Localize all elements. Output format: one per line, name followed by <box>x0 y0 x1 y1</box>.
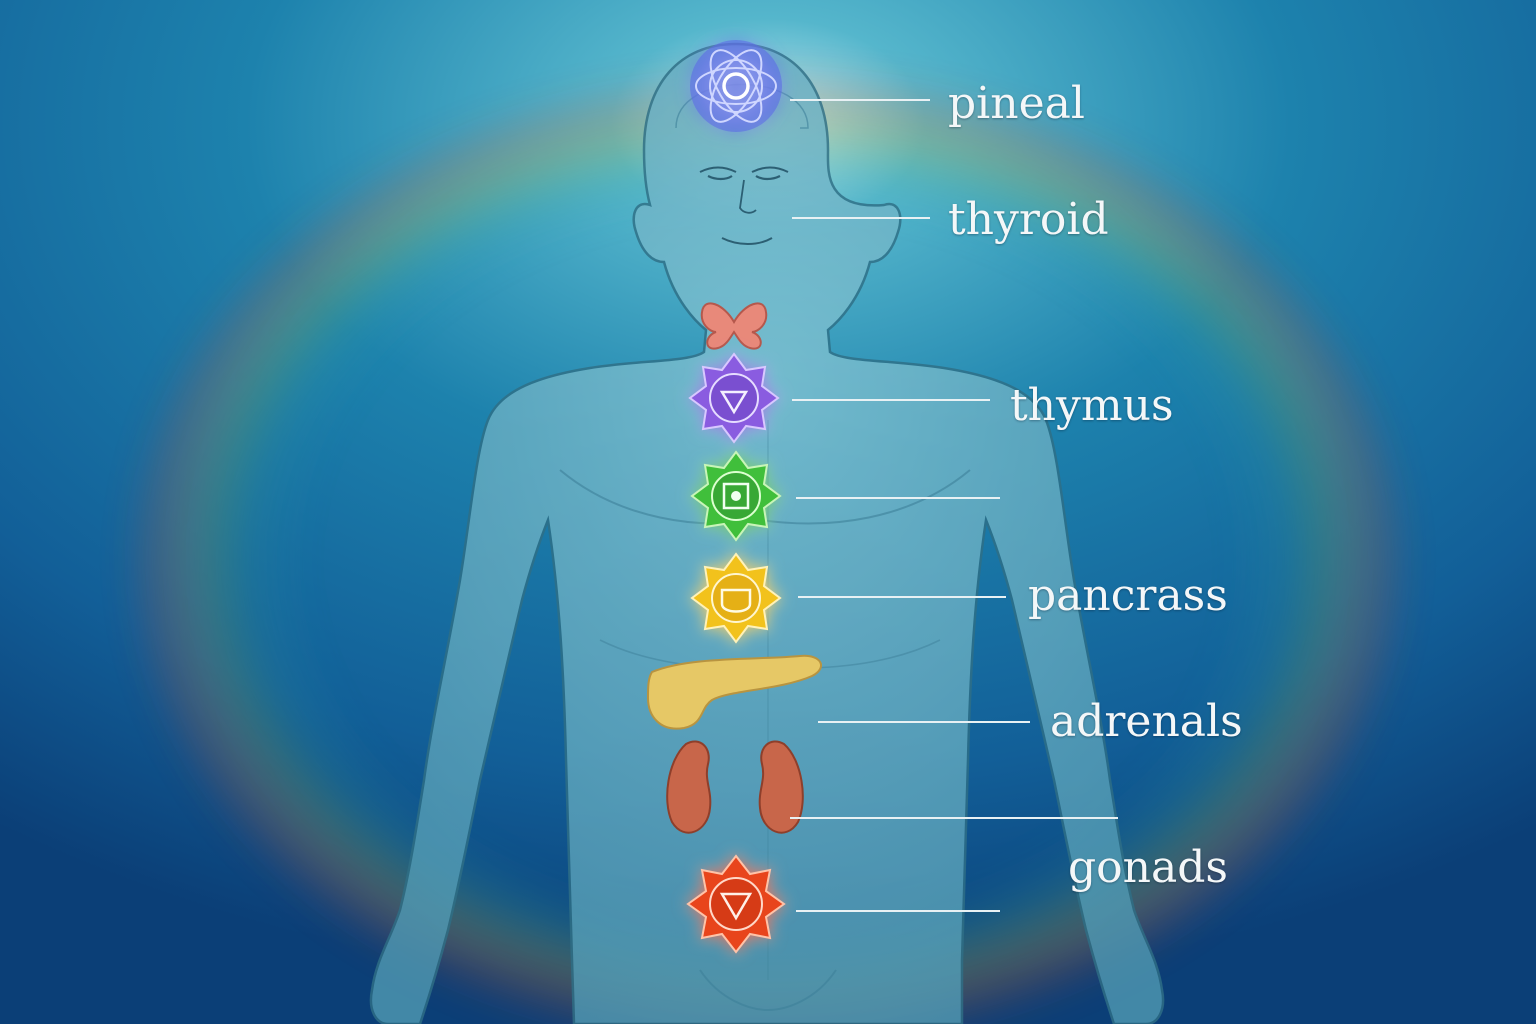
label-thyroid: thyroid <box>948 198 1109 242</box>
heart-chakra-icon <box>692 452 780 540</box>
label-gonads: gonads <box>1068 846 1228 890</box>
label-pancrass: pancrass <box>1028 574 1228 618</box>
throat-chakra-icon <box>690 354 778 442</box>
label-pineal: pineal <box>948 82 1085 126</box>
label-thymus: thymus <box>1010 384 1174 428</box>
solar-plexus-chakra-icon <box>692 554 780 642</box>
crown-chakra-icon <box>690 40 782 132</box>
label-adrenals: adrenals <box>1050 700 1243 744</box>
root-chakra-icon <box>688 856 784 952</box>
